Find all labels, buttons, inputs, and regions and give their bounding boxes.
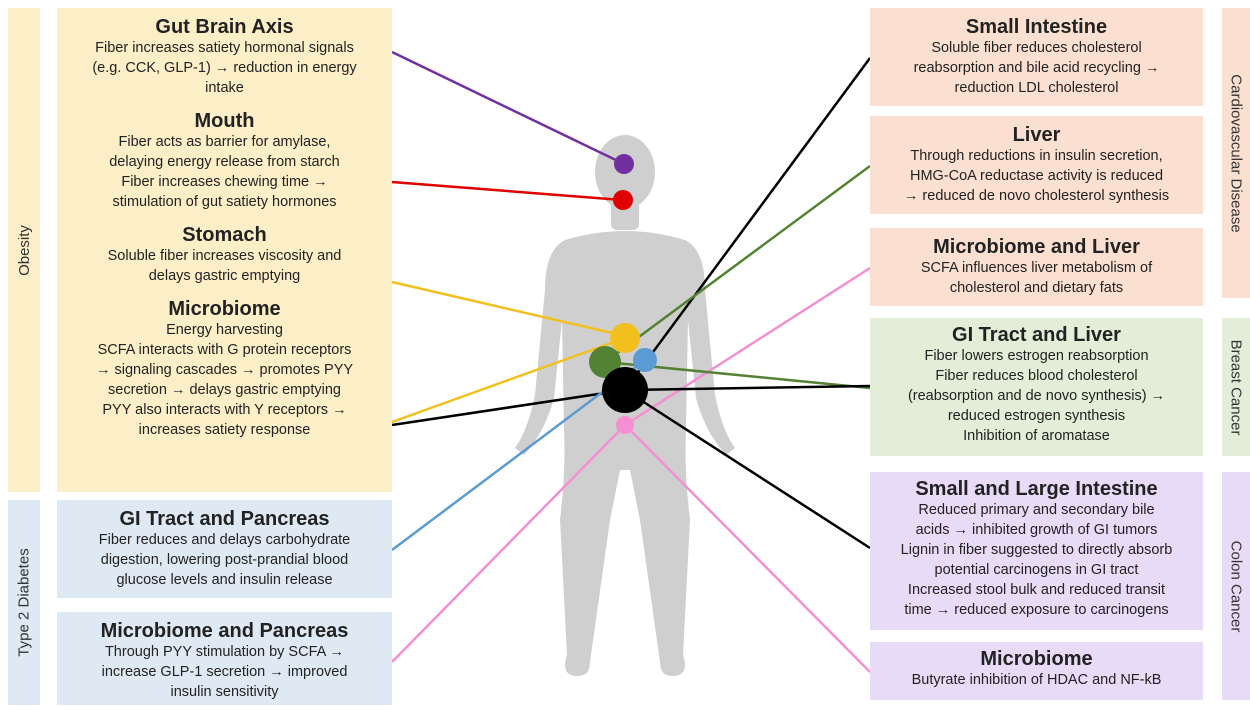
side-label-breast-cancer: Breast Cancer — [1222, 318, 1250, 456]
liver-panel: Liver Through reductions in insulin secr… — [870, 116, 1203, 214]
microbiome-pancreas-panel: Microbiome and Pancreas Through PYY stim… — [57, 612, 392, 705]
gut-brain-title: Gut Brain Axis — [67, 16, 382, 38]
gi-liver-title: GI Tract and Liver — [880, 324, 1193, 346]
side-label-obesity: Obesity — [8, 8, 40, 492]
connector-gut-brain — [392, 52, 622, 163]
liver-title: Liver — [880, 124, 1193, 146]
brain-marker — [614, 154, 634, 174]
mouth-marker — [613, 190, 633, 210]
connector-small-intestine — [625, 58, 870, 390]
connector-mouth — [392, 182, 622, 200]
microbiome-pancreas-title: Microbiome and Pancreas — [67, 620, 382, 642]
intestine-marker — [602, 367, 648, 413]
microbiome-title: Microbiome — [67, 298, 382, 320]
small-large-intestine-title: Small and Large Intestine — [880, 478, 1193, 500]
gi-pancreas-title: GI Tract and Pancreas — [67, 508, 382, 530]
mouth-title: Mouth — [67, 110, 382, 132]
microbiome-section: Microbiome Energy harvesting SCFA intera… — [67, 298, 382, 440]
gi-liver-panel: GI Tract and Liver Fiber lowers estrogen… — [870, 318, 1203, 456]
microbiome-colon-panel: Microbiome Butyrate inhibition of HDAC a… — [870, 642, 1203, 700]
side-label-diabetes: Type 2 Diabetes — [8, 500, 40, 705]
stomach-section: Stomach Soluble fiber increases viscosit… — [67, 224, 382, 286]
small-intestine-title: Small Intestine — [880, 16, 1193, 38]
microbiome-colon-title: Microbiome — [880, 648, 1193, 670]
stomach-title: Stomach — [67, 224, 382, 246]
gi-pancreas-panel: GI Tract and Pancreas Fiber reduces and … — [57, 500, 392, 598]
side-label-colon-cancer: Colon Cancer — [1222, 472, 1250, 700]
microbiome-liver-title: Microbiome and Liver — [880, 236, 1193, 258]
small-large-intestine-panel: Small and Large Intestine Reduced primar… — [870, 472, 1203, 630]
mouth-section: Mouth Fiber acts as barrier for amylase,… — [67, 110, 382, 212]
stomach-marker — [610, 323, 640, 353]
colon-marker — [616, 416, 634, 434]
microbiome-liver-panel: Microbiome and Liver SCFA influences liv… — [870, 228, 1203, 306]
small-intestine-panel: Small Intestine Soluble fiber reduces ch… — [870, 8, 1203, 106]
obesity-panel: Gut Brain Axis Fiber increases satiety h… — [57, 8, 392, 492]
pancreas-marker — [633, 348, 657, 372]
side-label-cardiovascular: Cardiovascular Disease — [1222, 8, 1250, 298]
gut-brain-section: Gut Brain Axis Fiber increases satiety h… — [67, 16, 382, 98]
